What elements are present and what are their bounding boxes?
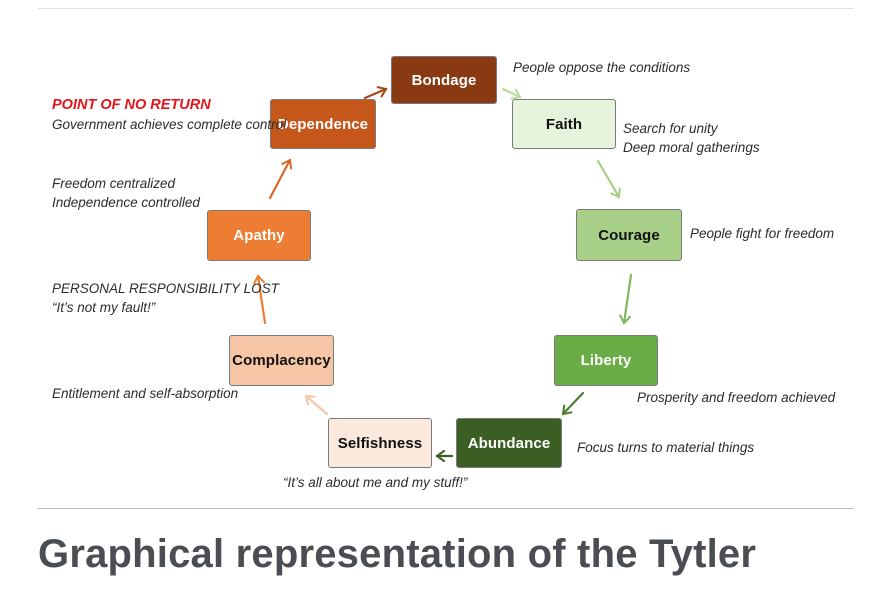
annotation-complacency: Entitlement and self-absorption [52, 384, 238, 403]
annotation-line: “It’s all about me and my stuff!” [283, 475, 468, 490]
stage-liberty: Liberty [554, 335, 658, 386]
annotation-line: “It’s not my fault!” [52, 300, 156, 315]
annotation-courage: People fight for freedom [690, 224, 834, 243]
stage-complacency: Complacency [229, 335, 334, 386]
annotation-faith: Search for unity Deep moral gatherings [623, 119, 760, 157]
arrow-liberty-to-abundance [561, 391, 585, 416]
arrow-bondage-to-faith [501, 87, 522, 100]
stage-dependence: Dependence [270, 99, 376, 149]
top-divider [38, 8, 854, 9]
annotation-selfishness: “It’s all about me and my stuff!” [283, 473, 467, 492]
annotation-line: PERSONAL RESPONSIBILITY LOST [52, 281, 279, 296]
annotation-line: People oppose the conditions [513, 60, 691, 75]
annotation-freedom-centralized: Freedom centralized Independence control… [52, 174, 200, 212]
annotation-bondage: People oppose the conditions [513, 58, 690, 77]
stage-courage: Courage [576, 209, 682, 261]
arrow-dependence-to-bondage [363, 86, 388, 100]
arrow-courage-to-liberty [619, 273, 633, 325]
annotation-line: Prosperity and freedom achieved [637, 390, 836, 405]
stage-selfishness: Selfishness [328, 418, 432, 468]
arrow-complacency-to-apathy [253, 274, 267, 325]
point-of-no-return-label: POINT OF NO RETURN [52, 97, 211, 113]
page-caption: Graphical representation of the Tytler [38, 532, 757, 576]
annotation-line: Independence controlled [52, 195, 200, 210]
annotation-dependence: Government achieves complete control [52, 115, 286, 134]
caption-divider [38, 508, 854, 509]
stage-abundance: Abundance [456, 418, 562, 468]
arrow-faith-to-courage [596, 159, 621, 199]
annotation-abundance: Focus turns to material things [577, 438, 754, 457]
annotation-line: Focus turns to material things [577, 440, 755, 455]
annotation-line: Deep moral gatherings [623, 140, 760, 155]
stage-apathy: Apathy [207, 210, 311, 261]
annotation-line: Government achieves complete control [52, 117, 287, 132]
annotation-personal-responsibility: PERSONAL RESPONSIBILITY LOST “It’s not m… [52, 279, 279, 317]
tytler-cycle-figure [38, 46, 854, 500]
arrow-apathy-to-dependence [268, 158, 293, 200]
stage-faith: Faith [512, 99, 616, 149]
annotation-line: Entitlement and self-absorption [52, 386, 239, 401]
annotation-liberty: Prosperity and freedom achieved [637, 388, 835, 407]
annotation-line: Search for unity [623, 121, 718, 136]
arrow-selfishness-to-complacency [304, 394, 329, 416]
annotation-line: Freedom centralized [52, 176, 176, 191]
stage-bondage: Bondage [391, 56, 497, 104]
annotation-line: People fight for freedom [690, 226, 835, 241]
